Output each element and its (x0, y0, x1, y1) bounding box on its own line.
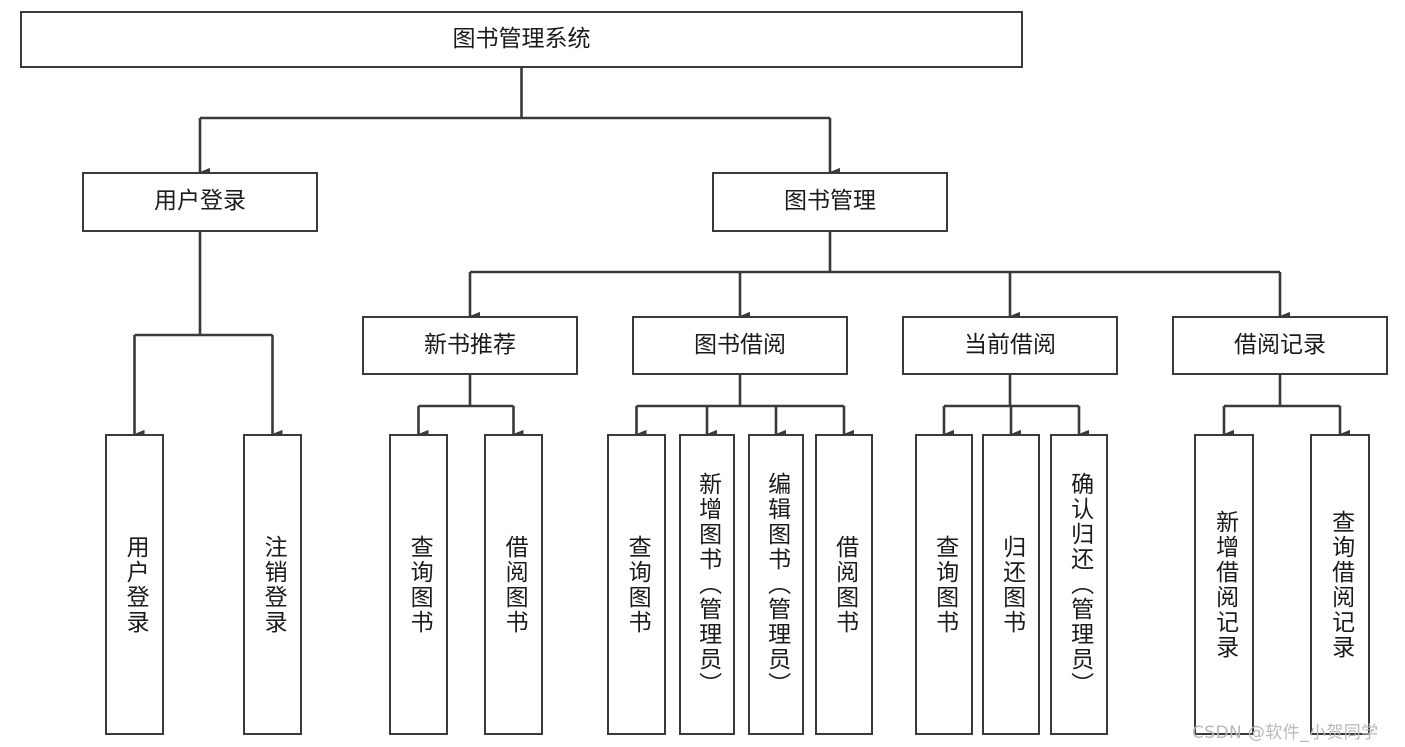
node-label-root: 图书管理系统 (452, 25, 591, 52)
node-label-leaf-user-login: 用户登录 (122, 534, 149, 635)
node-label-borrow: 图书借阅 (694, 331, 786, 358)
node-label-leaf-rec-query: 查询借阅记录 (1327, 509, 1354, 660)
node-leaf-new-query[interactable]: 查询图书 (389, 434, 448, 735)
node-leaf-bor-edit[interactable]: 编辑图书（管理员） (748, 434, 804, 735)
node-label-leaf-bor-add: 新增图书（管理员） (694, 472, 721, 697)
node-current[interactable]: 当前借阅 (902, 316, 1118, 375)
node-bookmgmt[interactable]: 图书管理 (712, 172, 948, 232)
node-leaf-cur-return[interactable]: 归还图书 (982, 434, 1040, 735)
node-leaf-cur-query[interactable]: 查询图书 (915, 434, 973, 735)
node-leaf-bor-add[interactable]: 新增图书（管理员） (679, 434, 735, 735)
node-label-leaf-bor-edit: 编辑图书（管理员） (763, 472, 790, 697)
node-leaf-user-login[interactable]: 用户登录 (105, 434, 164, 735)
node-label-leaf-new-borrow: 借阅图书 (501, 534, 528, 635)
node-borrow[interactable]: 图书借阅 (632, 316, 848, 375)
node-records[interactable]: 借阅记录 (1172, 316, 1388, 375)
node-leaf-bor-query[interactable]: 查询图书 (607, 434, 666, 735)
node-leaf-rec-query[interactable]: 查询借阅记录 (1310, 434, 1370, 735)
node-label-login: 用户登录 (154, 188, 246, 215)
node-label-leaf-cur-confirm: 确认归还（管理员） (1066, 472, 1093, 697)
node-label-leaf-bor-borrow: 借阅图书 (831, 534, 858, 635)
node-leaf-new-borrow[interactable]: 借阅图书 (484, 434, 543, 735)
watermark-label: CSDN @软件_小贺同学 (1192, 723, 1379, 743)
node-newbook[interactable]: 新书推荐 (362, 316, 578, 375)
node-label-leaf-bor-query: 查询图书 (624, 534, 651, 635)
node-root[interactable]: 图书管理系统 (20, 11, 1023, 68)
node-leaf-bor-borrow[interactable]: 借阅图书 (815, 434, 873, 735)
node-label-records: 借阅记录 (1234, 331, 1326, 358)
node-label-leaf-user-logout: 注销登录 (260, 534, 287, 635)
node-label-current: 当前借阅 (964, 331, 1056, 358)
node-leaf-user-logout[interactable]: 注销登录 (243, 434, 302, 735)
node-label-newbook: 新书推荐 (424, 331, 516, 358)
node-label-leaf-new-query: 查询图书 (406, 534, 433, 635)
node-login[interactable]: 用户登录 (82, 172, 318, 232)
node-label-leaf-cur-query: 查询图书 (931, 534, 958, 635)
node-leaf-rec-add[interactable]: 新增借阅记录 (1194, 434, 1254, 735)
edge-layer (133, 68, 1351, 439)
node-label-leaf-rec-add: 新增借阅记录 (1211, 509, 1238, 660)
node-label-leaf-cur-return: 归还图书 (998, 534, 1025, 635)
node-label-bookmgmt: 图书管理 (784, 188, 876, 215)
node-leaf-cur-confirm[interactable]: 确认归还（管理员） (1050, 434, 1108, 735)
